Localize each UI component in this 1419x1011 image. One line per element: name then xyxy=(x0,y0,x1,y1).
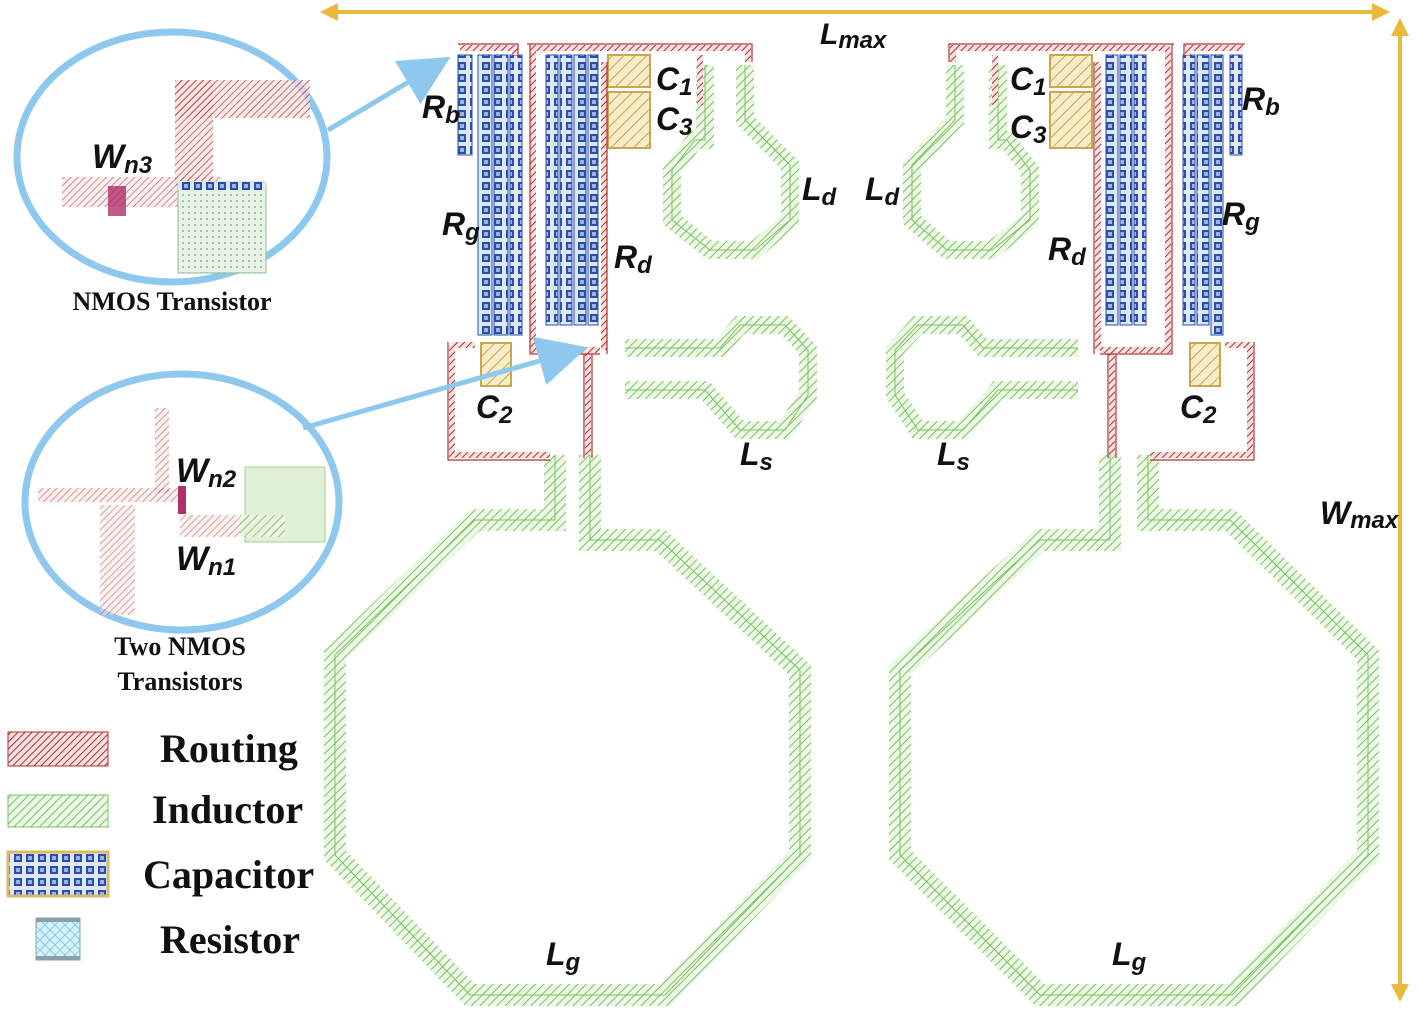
left-rg-label: Rg xyxy=(442,206,480,246)
right-rb-label: Rb xyxy=(1242,81,1280,121)
left-routing xyxy=(449,45,751,458)
nmos-caption: NMOS Transistor xyxy=(72,287,271,316)
length-max-label: Lmax xyxy=(820,18,888,54)
left-lg-label: Lg xyxy=(546,936,581,976)
left-c3-label: C3 xyxy=(656,101,693,141)
right-c2-capacitor xyxy=(1189,342,1221,387)
left-rd-resistor xyxy=(545,54,599,326)
legend-item-capacitor: Capacitor xyxy=(6,850,314,898)
left-ld-label: Ld xyxy=(802,171,838,211)
left-c1-capacitor xyxy=(607,54,651,88)
right-c1-capacitor xyxy=(1049,54,1093,88)
left-c2-capacitor xyxy=(480,342,512,387)
right-routing xyxy=(950,45,1253,458)
left-c2-label: C2 xyxy=(476,389,513,429)
right-rb-resistor xyxy=(1182,54,1243,336)
right-ls-inductor xyxy=(886,316,1078,439)
length-dimension-arrow xyxy=(320,3,1390,21)
right-c3-capacitor xyxy=(1049,91,1093,149)
wn2-label: Wn2 xyxy=(176,452,237,493)
legend-item-resistor: Resistor xyxy=(35,917,300,962)
legend-resistor-label: Resistor xyxy=(160,917,300,962)
left-c1-label: C1 xyxy=(656,61,692,101)
legend-capacitor-label: Capacitor xyxy=(143,852,314,897)
right-rd-label: Rd xyxy=(1048,231,1087,271)
right-c1-label: C1 xyxy=(1010,61,1046,101)
left-c3-capacitor xyxy=(607,91,651,149)
left-rd-label: Rd xyxy=(614,239,653,279)
right-c2-label: C2 xyxy=(1180,389,1217,429)
right-labels: Rb Rg Rd C1 C3 C2 Ld Ls Lg xyxy=(865,61,1280,976)
right-c3-label: C3 xyxy=(1010,109,1047,149)
left-ls-label: Ls xyxy=(740,436,773,476)
left-lna-layout xyxy=(324,43,817,1006)
legend-routing-label: Routing xyxy=(160,726,298,771)
left-lg-inductor xyxy=(324,455,811,1006)
width-dimension-arrow xyxy=(1391,18,1409,1002)
two-nmos-caption-line1: Two NMOS xyxy=(114,632,246,661)
legend-item-inductor: Inductor xyxy=(7,787,303,832)
two-nmos-caption-line2: Transistors xyxy=(117,667,242,696)
two-nmos-zoom-layout xyxy=(38,408,326,615)
right-rg-label: Rg xyxy=(1222,196,1260,236)
nmos-callout: Wn3 NMOS Transistor xyxy=(13,28,451,316)
wn3-label: Wn3 xyxy=(92,138,153,179)
legend-item-routing: Routing xyxy=(7,726,298,771)
right-lg-inductor xyxy=(889,455,1379,1006)
right-lna-layout xyxy=(886,43,1379,1006)
right-ls-label: Ls xyxy=(937,436,970,476)
left-rb-label: Rb xyxy=(422,89,460,129)
legend: Routing Inductor Capacitor Resistor xyxy=(6,726,314,962)
left-ls-inductor xyxy=(625,316,817,439)
width-max-label: Wmax xyxy=(1320,495,1400,534)
right-lg-label: Lg xyxy=(1112,936,1147,976)
right-rd-resistor xyxy=(1105,54,1147,326)
left-rb-resistor xyxy=(457,54,523,336)
right-ld-label: Ld xyxy=(865,171,901,211)
two-nmos-callout: Wn2 Wn1 Two NMOS Transistors xyxy=(21,336,588,696)
legend-inductor-label: Inductor xyxy=(152,787,303,832)
nmos-zoom-layout xyxy=(62,80,310,274)
wn1-label: Wn1 xyxy=(176,540,236,581)
